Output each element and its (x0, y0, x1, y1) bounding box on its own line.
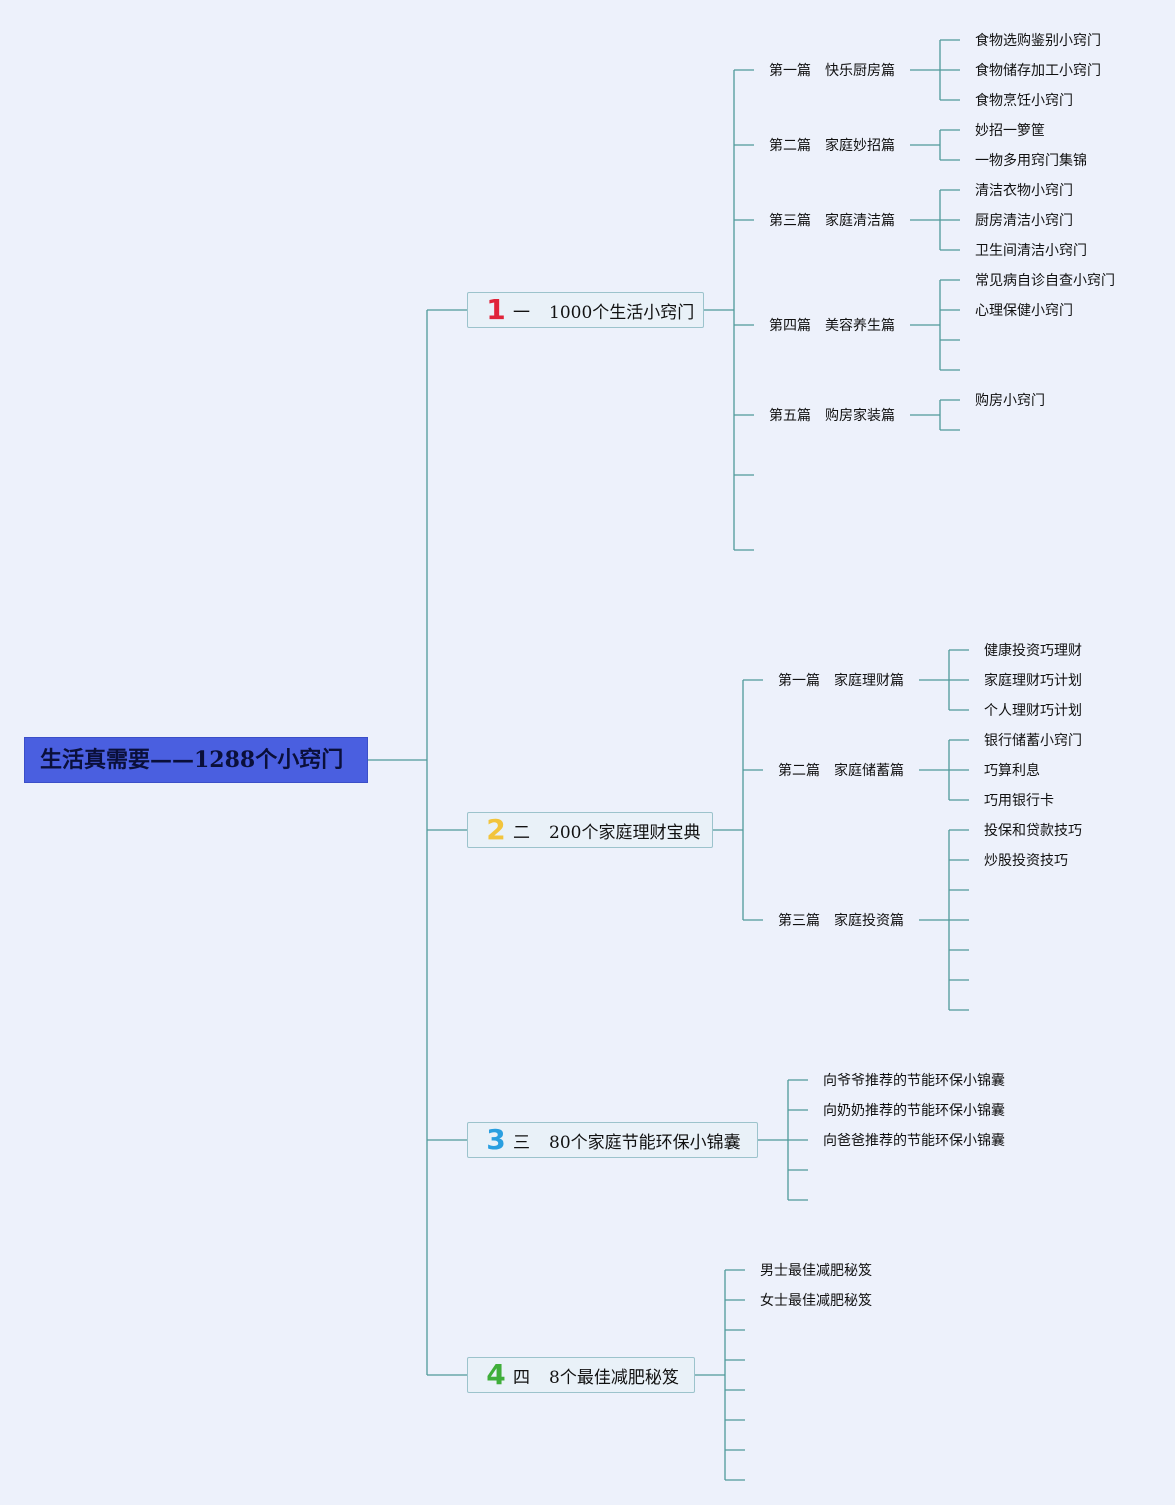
chapter-node[interactable]: 第一篇快乐厨房篇 (769, 63, 895, 79)
topic-item[interactable]: 一物多用窍门集锦 (975, 153, 1087, 169)
chapter-part: 第一篇 (778, 673, 820, 689)
chapter-node[interactable]: 第五篇购房家装篇 (769, 408, 895, 424)
topic-item[interactable]: 食物烹饪小窍门 (975, 93, 1073, 109)
chapter-part: 第三篇 (778, 913, 820, 929)
topic-item[interactable]: 清洁衣物小窍门 (975, 183, 1073, 199)
number-2-icon: 2 (486, 813, 506, 846)
topic-item[interactable]: 厨房清洁小窍门 (975, 213, 1073, 229)
topic-item[interactable]: 食物选购鉴别小窍门 (975, 33, 1101, 49)
chapter-part: 第二篇 (769, 138, 811, 154)
root-node[interactable]: 生活真需要——1288个小窍门 (25, 738, 367, 782)
topic-item[interactable]: 向奶奶推荐的节能环保小锦囊 (823, 1103, 1005, 1119)
chapter-name: 家庭妙招篇 (825, 138, 895, 154)
branch-title: 8个最佳减肥秘笈 (549, 1367, 679, 1388)
chapter-node[interactable]: 第四篇美容养生篇 (769, 318, 895, 334)
chapter-name: 家庭储蓄篇 (834, 763, 904, 779)
topic-item[interactable]: 健康投资巧理财 (984, 643, 1082, 659)
branch-node-3[interactable]: 3 三 80个家庭节能环保小锦囊 (467, 1122, 758, 1158)
topic-item[interactable]: 巧算利息 (984, 763, 1040, 779)
branch-ordinal: 四 (513, 1367, 530, 1388)
branch-title: 80个家庭节能环保小锦囊 (549, 1132, 741, 1153)
chapter-node[interactable]: 第二篇家庭储蓄篇 (778, 763, 904, 779)
topic-item[interactable]: 卫生间清洁小窍门 (975, 243, 1087, 259)
branch-title: 1000个生活小窍门 (549, 302, 695, 323)
chapter-part: 第五篇 (769, 408, 811, 424)
chapter-part: 第二篇 (778, 763, 820, 779)
chapter-name: 家庭清洁篇 (825, 213, 895, 229)
chapter-node[interactable]: 第二篇家庭妙招篇 (769, 138, 895, 154)
branch-node-1[interactable]: 1 一 1000个生活小窍门 (467, 292, 704, 328)
topic-item[interactable]: 银行储蓄小窍门 (984, 733, 1082, 749)
chapter-node[interactable]: 第三篇家庭投资篇 (778, 913, 904, 929)
topic-item[interactable]: 炒股投资技巧 (984, 853, 1068, 869)
branch-ordinal: 二 (513, 822, 530, 843)
topic-item[interactable]: 购房小窍门 (975, 393, 1045, 409)
topic-item[interactable]: 食物储存加工小窍门 (975, 63, 1101, 79)
topic-item[interactable]: 女士最佳减肥秘笈 (760, 1293, 872, 1309)
number-4-icon: 4 (486, 1358, 506, 1391)
chapter-part: 第一篇 (769, 63, 811, 79)
chapter-name: 家庭投资篇 (834, 913, 904, 929)
branch-ordinal: 三 (513, 1132, 530, 1153)
chapter-part: 第四篇 (769, 318, 811, 334)
chapter-name: 购房家装篇 (825, 408, 895, 424)
topic-item[interactable]: 向爸爸推荐的节能环保小锦囊 (823, 1133, 1005, 1149)
branch-node-4[interactable]: 4 四 8个最佳减肥秘笈 (467, 1357, 695, 1393)
topic-item[interactable]: 男士最佳减肥秘笈 (760, 1263, 872, 1279)
topic-item[interactable]: 心理保健小窍门 (975, 303, 1073, 319)
topic-item[interactable]: 投保和贷款技巧 (984, 823, 1082, 839)
chapter-node[interactable]: 第一篇家庭理财篇 (778, 673, 904, 689)
topic-item[interactable]: 妙招一箩筐 (975, 123, 1045, 139)
topic-item[interactable]: 个人理财巧计划 (984, 703, 1082, 719)
branch-node-2[interactable]: 2 二 200个家庭理财宝典 (467, 812, 713, 848)
topic-item[interactable]: 家庭理财巧计划 (984, 673, 1082, 689)
chapter-name: 快乐厨房篇 (825, 63, 895, 79)
branch-title: 200个家庭理财宝典 (549, 822, 701, 843)
chapter-node[interactable]: 第三篇家庭清洁篇 (769, 213, 895, 229)
chapter-name: 家庭理财篇 (834, 673, 904, 689)
number-3-icon: 3 (486, 1123, 506, 1156)
branch-ordinal: 一 (513, 302, 530, 323)
chapter-name: 美容养生篇 (825, 318, 895, 334)
number-1-icon: 1 (486, 293, 506, 326)
topic-item[interactable]: 常见病自诊自查小窍门 (975, 273, 1115, 289)
topic-item[interactable]: 巧用银行卡 (984, 793, 1054, 809)
topic-item[interactable]: 向爷爷推荐的节能环保小锦囊 (823, 1073, 1005, 1089)
chapter-part: 第三篇 (769, 213, 811, 229)
